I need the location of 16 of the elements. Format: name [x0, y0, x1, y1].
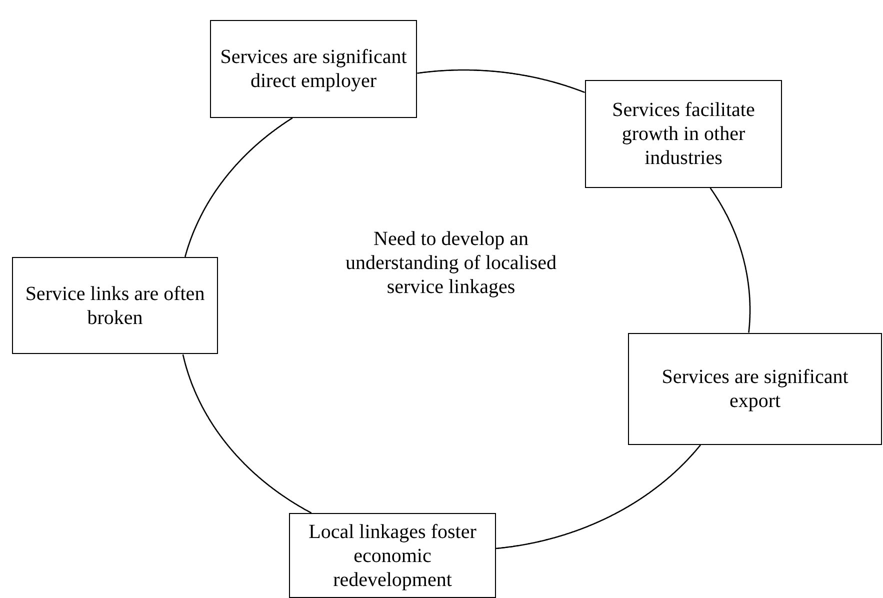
center-note: Need to develop an understanding of localised service linkages: [344, 227, 558, 299]
box-text: Services are significant export: [660, 365, 850, 413]
connector-arc: [710, 188, 751, 333]
process-box: [628, 333, 882, 445]
connector-arc: [184, 117, 293, 258]
connector-arc: [496, 444, 701, 550]
box-text: Services are significant direct employer: [219, 45, 408, 93]
process-box: [585, 80, 782, 188]
connector-arc: [417, 69, 586, 94]
box-text: Service links are often broken: [24, 282, 206, 330]
box-text: Services facilitate growth in other industries: [611, 98, 756, 170]
process-box: [210, 20, 417, 118]
process-box: [12, 257, 218, 354]
connector-arc: [182, 354, 312, 514]
box-text: Local linkages foster economic redevelopment: [308, 520, 478, 592]
process-box: [289, 513, 496, 598]
